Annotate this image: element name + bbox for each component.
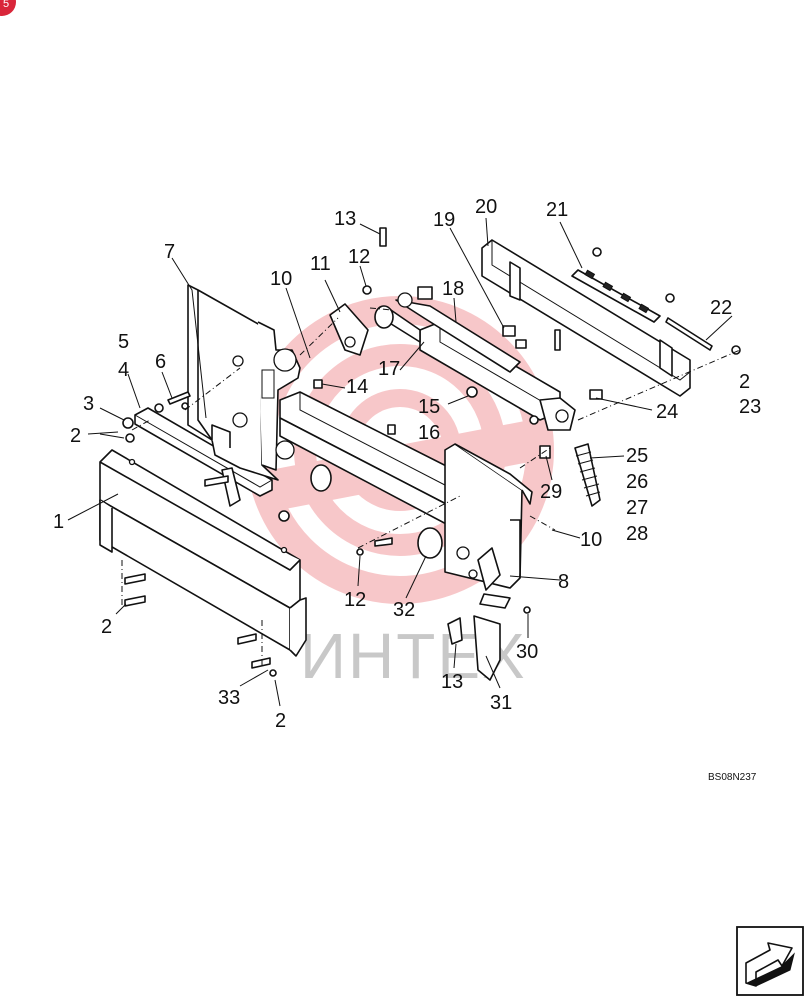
part-20-mount-rail — [481, 239, 691, 397]
callout-26: 26 — [626, 471, 648, 493]
callout-29: 29 — [540, 481, 562, 503]
callout-21: 21 — [546, 199, 568, 221]
callout-8: 8 — [558, 571, 569, 593]
part-4-strip — [134, 407, 273, 497]
callout-2: 2 — [739, 371, 750, 393]
callout-2: 2 — [70, 425, 81, 447]
callout-32: 32 — [393, 599, 415, 621]
callout-16: 16 — [418, 422, 440, 444]
callout-30: 30 — [516, 641, 538, 663]
leader-lines — [67, 217, 733, 707]
callout-19: 19 — [433, 209, 455, 231]
callout-14: 14 — [346, 376, 368, 398]
callout-15: 15 — [418, 396, 440, 418]
hardware-fasteners — [122, 227, 741, 677]
callout-28: 28 — [626, 523, 648, 545]
callout-10: 10 — [580, 529, 602, 551]
part-25-spring — [574, 443, 601, 507]
red-circle-badge-icon[interactable]: 5 — [0, 0, 16, 16]
callout-6: 6 — [155, 351, 166, 373]
callout-1: 1 — [53, 511, 64, 533]
callout-labels: 1 2 2 2 2 3 4 5 6 7 8 10 10 11 12 12 13 … — [53, 196, 761, 732]
callout-17: 17 — [378, 358, 400, 380]
callout-31: 31 — [490, 692, 512, 714]
svg-text:5: 5 — [3, 0, 9, 10]
callout-4: 4 — [118, 359, 129, 381]
part-7-left-side-plate — [187, 284, 301, 507]
callout-27: 27 — [626, 497, 648, 519]
callout-10: 10 — [270, 268, 292, 290]
callout-12: 12 — [344, 589, 366, 611]
callout-33: 33 — [218, 687, 240, 709]
callout-13: 13 — [334, 208, 356, 230]
callout-5: 5 — [118, 331, 129, 353]
part-1-cover-plate — [99, 449, 307, 657]
callout-2: 2 — [101, 616, 112, 638]
part-17-cylinder — [374, 292, 576, 431]
next-page-arrow-icon[interactable] — [736, 926, 804, 996]
callout-2: 2 — [275, 710, 286, 732]
callout-24: 24 — [656, 401, 678, 423]
callout-7: 7 — [164, 241, 175, 263]
callout-25: 25 — [626, 445, 648, 467]
callout-22: 22 — [710, 297, 732, 319]
callout-12: 12 — [348, 246, 370, 268]
callout-20: 20 — [475, 196, 497, 218]
alignment-lines — [121, 307, 741, 668]
part-11-bracket — [329, 303, 369, 356]
callout-11: 11 — [310, 253, 331, 275]
callout-23: 23 — [739, 396, 761, 418]
part-8-right-side-plate — [417, 443, 533, 681]
callout-13: 13 — [441, 671, 463, 693]
drawing-code: BS08N237 — [708, 772, 757, 783]
callout-3: 3 — [83, 393, 94, 415]
callout-18: 18 — [442, 278, 464, 300]
